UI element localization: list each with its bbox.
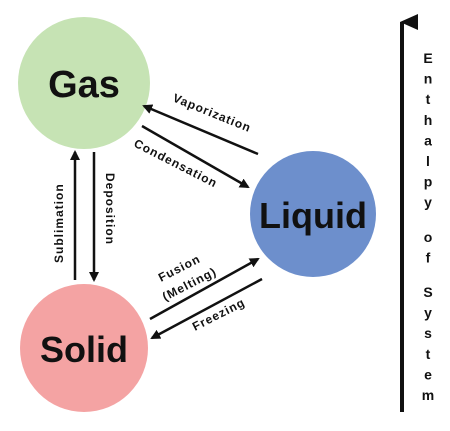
- axis-label-letter: y: [424, 194, 432, 210]
- deposition-label: Deposition: [103, 173, 117, 245]
- vaporization-arrow: [142, 104, 259, 156]
- solid-circle: [20, 284, 148, 412]
- condensation-arrow: [141, 124, 250, 189]
- fusion-arrow: [149, 257, 260, 321]
- liquid-label: Liquid: [259, 195, 367, 236]
- axis-label-letter: a: [424, 132, 432, 148]
- axis-label-letter: m: [422, 387, 434, 403]
- freezing-arrow: [150, 277, 263, 340]
- gas-circle: [18, 17, 150, 149]
- axis-label-letter: e: [424, 366, 432, 382]
- axis-label-letter: y: [424, 305, 432, 321]
- axis-label-letter: h: [424, 112, 433, 128]
- axis-label-letter: s: [424, 325, 432, 341]
- axis-label-letter: t: [426, 346, 431, 362]
- axis-label-letter: n: [424, 71, 433, 87]
- axis-label-letter: S: [423, 284, 432, 300]
- liquid-circle: [250, 151, 376, 277]
- gas-label: Gas: [48, 64, 120, 106]
- gas-node: Gas: [18, 17, 150, 149]
- axis-label-letter: p: [424, 174, 433, 190]
- axis-label-letter: o: [424, 229, 433, 245]
- axis-label-letter: t: [426, 91, 431, 107]
- vaporization-label: Vaporization: [171, 91, 254, 135]
- liquid-node: Liquid: [250, 151, 376, 277]
- solid-node: Solid: [20, 284, 148, 412]
- axis-label-letter: E: [423, 50, 432, 66]
- axis-label-letter: l: [426, 153, 430, 169]
- sublimation-label: Sublimation: [52, 183, 66, 263]
- solid-label: Solid: [40, 329, 128, 370]
- axis-label-letter: f: [426, 249, 431, 265]
